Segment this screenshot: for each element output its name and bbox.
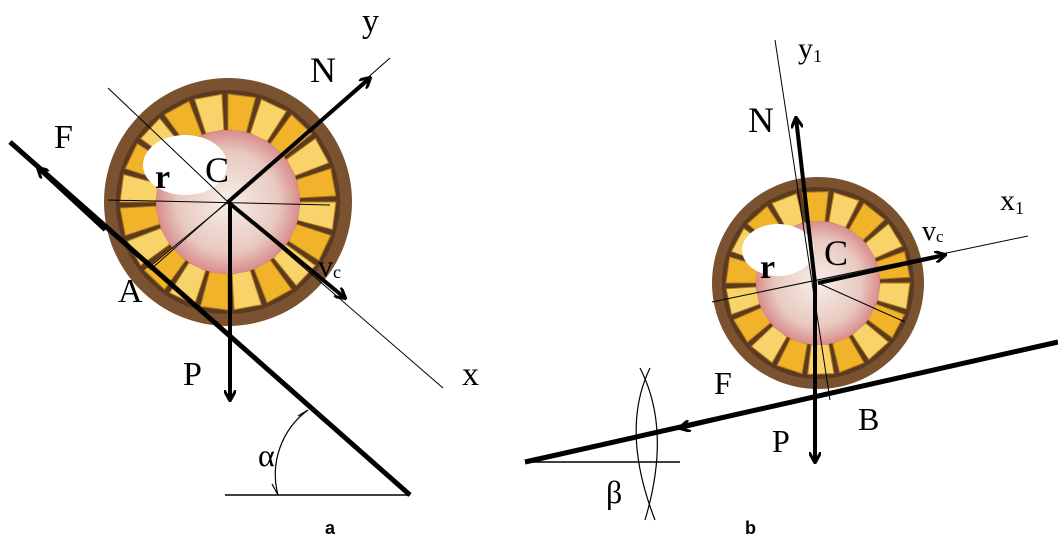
label-vc-b: vc (922, 216, 944, 247)
velocity-arrow-a (226, 200, 345, 298)
radius-line-a (147, 201, 229, 269)
caption-b: b (745, 518, 756, 538)
label-c-b: C (824, 233, 848, 273)
alpha-arc-tick-2 (297, 409, 309, 417)
inclined-plane-a (8, 140, 412, 497)
label-n-a: N (310, 50, 336, 90)
velocity-arrow-b (817, 255, 945, 285)
beta-arc-2 (635, 367, 656, 521)
y1-axis-b (774, 39, 831, 401)
friction-force-arrow-a (38, 168, 107, 232)
friction-force-arrow-b (680, 395, 813, 428)
label-c-a: C (205, 150, 229, 190)
label-f-a: F (54, 119, 73, 156)
label-r-a: r (155, 159, 170, 196)
pith-highlight-a (143, 135, 227, 195)
normal-force-arrow-b (796, 118, 817, 284)
label-vc-a: vc (318, 250, 341, 283)
alpha-arc (274, 409, 309, 496)
label-x-axis-a: x (462, 356, 479, 393)
pith-highlight-b (742, 224, 814, 276)
diagonal-through-c-b (817, 282, 906, 323)
cob-b-kernel (807, 343, 835, 375)
x1-axis-b (711, 235, 1029, 303)
label-f-b: F (714, 365, 732, 401)
label-contact-b: B (858, 401, 879, 437)
panel-a: y N F r C vc A P x α a (8, 3, 479, 538)
label-p-a: P (183, 356, 202, 393)
label-y-axis-a: y (362, 3, 379, 40)
label-n-b: N (748, 100, 774, 140)
label-contact-a: A (118, 273, 143, 310)
normal-force-arrow-a (226, 78, 370, 204)
alpha-arc-tick-1 (271, 483, 279, 496)
label-y1-axis-b: y1 (798, 32, 822, 66)
caption-a: a (325, 518, 336, 538)
cob-cross-section-a (104, 78, 352, 326)
panel-b: y1 N x1 vc r C F B P β b (524, 32, 1058, 538)
label-beta: β (606, 474, 622, 510)
label-r-b: r (760, 249, 775, 286)
horizontal-through-c-a (107, 199, 331, 206)
label-p-b: P (772, 423, 790, 459)
diagonal-through-c-a (107, 87, 229, 203)
label-alpha: α (258, 437, 275, 473)
beta-arc-1 (639, 367, 658, 521)
label-x1-axis-b: x1 (1000, 184, 1024, 218)
